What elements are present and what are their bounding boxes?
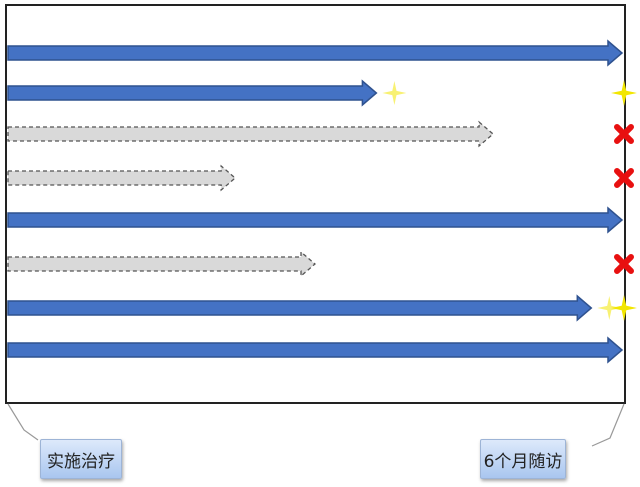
event-star-icon bbox=[597, 296, 622, 320]
patient-8-timeline-arrow bbox=[7, 336, 624, 364]
event-marker-star-icon bbox=[611, 80, 637, 106]
dropout-x-icon bbox=[614, 254, 634, 274]
dropout-x-icon bbox=[614, 124, 634, 144]
patient-5-timeline-arrow bbox=[7, 206, 624, 234]
patient-6-timeline-arrow bbox=[7, 250, 316, 278]
patient-2-timeline-arrow bbox=[7, 79, 378, 107]
event-star-icon bbox=[382, 81, 407, 105]
study-period-frame bbox=[5, 4, 626, 404]
start-callout-line bbox=[7, 403, 39, 441]
six-month-followup-label: 6个月随访 bbox=[480, 439, 566, 479]
end-callout-line bbox=[591, 403, 625, 447]
patient-1-timeline-arrow bbox=[7, 39, 624, 67]
treatment-start-label: 实施治疗 bbox=[40, 439, 122, 479]
patient-3-timeline-arrow bbox=[7, 120, 495, 148]
patient-4-timeline-arrow bbox=[7, 164, 237, 192]
patient-7-timeline-arrow bbox=[7, 294, 593, 322]
dropout-x-icon bbox=[614, 168, 634, 188]
event-marker-star-icon bbox=[611, 295, 637, 321]
